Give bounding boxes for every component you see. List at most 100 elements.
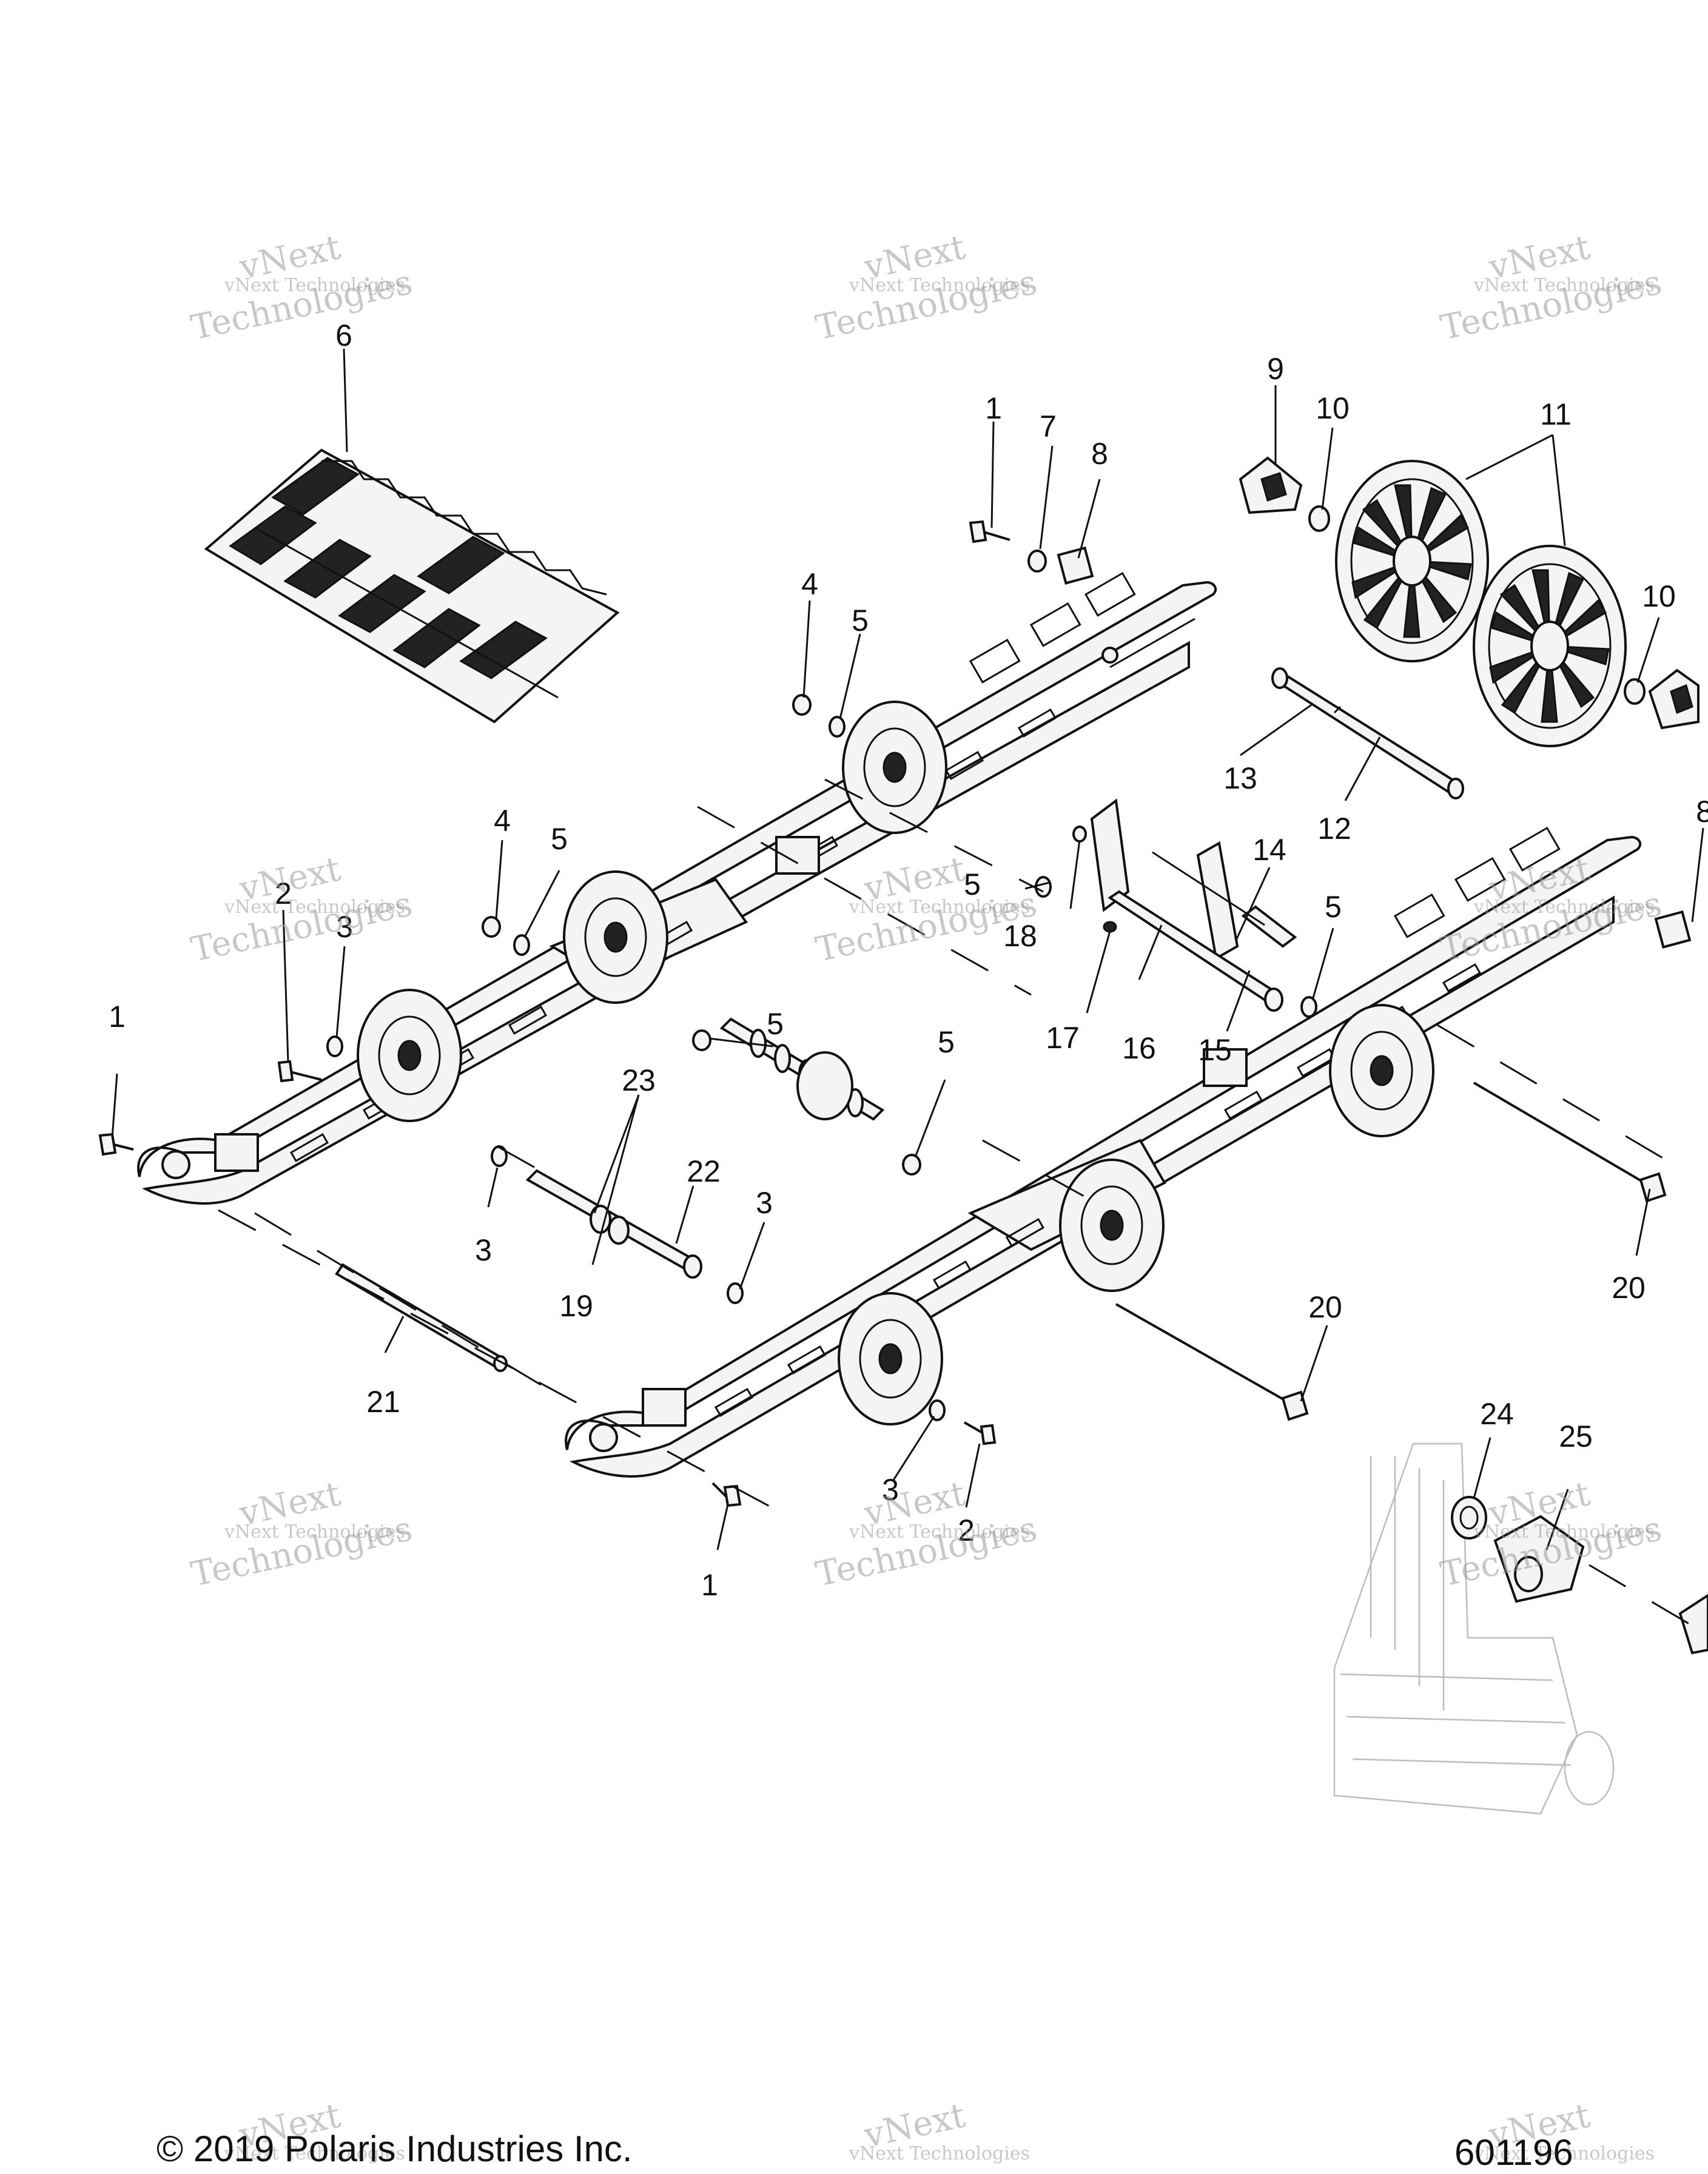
watermark-top-left: vNext Technologies Technologies vNext xyxy=(187,227,415,348)
bolt-2-left xyxy=(277,1060,322,1083)
callout-5-mid: 5 xyxy=(551,822,568,856)
callout-1: 1 xyxy=(985,391,1002,425)
watermark-low-left: vNext Technologies Technologies vNext xyxy=(187,1474,415,1595)
callout-18: 18 xyxy=(1003,919,1037,953)
watermark-bottom-center: vNext Technologies vNext xyxy=(849,2096,1030,2164)
ghosted-suspension-arm xyxy=(1333,1442,1615,1815)
svg-text:vNext Technologies: vNext Technologies xyxy=(849,1521,1030,1543)
axle-12-13 xyxy=(1271,667,1464,799)
svg-text:vNext Technologies: vNext Technologies xyxy=(849,275,1030,296)
watermarks: vNext Technologies Technologies vNext vN… xyxy=(187,227,1665,2164)
washer-7 xyxy=(1027,550,1047,573)
callout-3: 3 xyxy=(336,910,353,944)
callout-23: 23 xyxy=(622,1063,656,1097)
long-bolt-20-center xyxy=(1115,1303,1309,1421)
callout-4-mid: 4 xyxy=(494,804,511,838)
washer-5-bracket xyxy=(1035,876,1052,898)
callout-5: 5 xyxy=(852,604,869,638)
callout-19: 19 xyxy=(559,1289,593,1323)
svg-text:vNext Technologies: vNext Technologies xyxy=(1473,275,1655,296)
svg-text:vNext Technologies: vNext Technologies xyxy=(1473,897,1655,918)
svg-text:vNext Technologies: vNext Technologies xyxy=(849,897,1030,918)
svg-text:vNext Technologies: vNext Technologies xyxy=(224,2143,405,2164)
left-rail-idler-wheel-rear xyxy=(842,701,947,834)
nut-4-upper xyxy=(792,694,812,716)
left-rail-idler-wheel-middle xyxy=(563,870,668,1004)
spring-shaft-assembly xyxy=(719,1017,885,1121)
washer-5-right-center xyxy=(902,1154,921,1176)
right-rail-idler-wheel-middle xyxy=(1059,1159,1165,1292)
watermark-mid-center: vNext Technologies Technologies vNext xyxy=(812,849,1040,970)
callout-24: 24 xyxy=(1480,1397,1514,1431)
callout-5-right-center: 5 xyxy=(938,1025,955,1059)
svg-text:vNext Technologies: vNext Technologies xyxy=(849,2143,1030,2164)
washer-3-left xyxy=(326,1035,343,1057)
callout-5-bracket: 5 xyxy=(964,867,981,901)
washer-3-lower xyxy=(929,1399,946,1421)
watermark-low-center: vNext Technologies Technologies vNext xyxy=(812,1474,1040,1595)
svg-text:vNext Technologies: vNext Technologies xyxy=(224,1521,405,1543)
washer-5-right xyxy=(1300,996,1317,1018)
callout-8: 8 xyxy=(1091,437,1108,471)
callout-1-left: 1 xyxy=(109,1000,126,1034)
callout-22: 22 xyxy=(687,1154,721,1188)
copyright-notice: © 2019 Polaris Industries Inc. xyxy=(156,2129,633,2169)
assembly-lines xyxy=(218,778,1693,1627)
plate-8-upper xyxy=(1057,546,1094,585)
watermark-bottom-left: vNext Technologies vNext xyxy=(224,2096,405,2164)
washer-10-upper xyxy=(1308,505,1330,532)
callout-14: 14 xyxy=(1252,833,1286,867)
watermark-top-center: vNext Technologies Technologies vNext xyxy=(812,227,1040,348)
callout-5-center: 5 xyxy=(767,1007,784,1041)
callout-7: 7 xyxy=(1040,409,1057,443)
washer-3-shaft xyxy=(727,1282,744,1304)
left-rail-idler-wheel-front xyxy=(357,989,462,1122)
svg-text:vNext Technologies: vNext Technologies xyxy=(224,275,405,296)
callout-17: 17 xyxy=(1046,1021,1080,1055)
washer-5-center xyxy=(692,1029,711,1051)
callout-4: 4 xyxy=(801,567,818,601)
callout-13: 13 xyxy=(1223,761,1257,795)
leader-lines xyxy=(111,348,1704,1550)
callout-5-right: 5 xyxy=(1325,890,1342,924)
bolt-1-upper xyxy=(969,520,1010,544)
callout-12: 12 xyxy=(1317,812,1351,846)
figure-number: 601196 xyxy=(1454,2132,1573,2173)
callout-2: 2 xyxy=(275,877,292,910)
pivot-block-25 xyxy=(1493,1515,1585,1603)
callout-20-center: 20 xyxy=(1308,1290,1342,1324)
callout-3-lower: 3 xyxy=(882,1473,899,1507)
bolt-1-left xyxy=(98,1132,134,1156)
cross-shaft-21 xyxy=(335,1263,508,1372)
washer-5-mid xyxy=(513,934,530,956)
callout-21: 21 xyxy=(366,1385,400,1419)
pivot-shaft-25 xyxy=(1678,1593,1708,1655)
bolt-1-lower xyxy=(711,1482,742,1507)
watermark-top-right: vNext Technologies Technologies vNext xyxy=(1437,227,1665,348)
watermark-mid-left: vNext Technologies Technologies vNext xyxy=(187,849,415,970)
plate-8-right xyxy=(1654,910,1692,949)
callout-15: 15 xyxy=(1198,1033,1232,1067)
washer-5-upper xyxy=(829,716,846,738)
callout-1-lower: 1 xyxy=(701,1568,718,1602)
callout-11: 11 xyxy=(1540,397,1572,431)
right-rail-idler-wheel-rear xyxy=(1329,1004,1434,1137)
callout-8-right: 8 xyxy=(1696,795,1708,829)
nut-4-mid xyxy=(482,916,501,938)
callout-numbers: 6 1 7 8 9 10 11 10 4 5 13 12 8 4 5 5 18 … xyxy=(109,318,1708,1602)
callout-9: 9 xyxy=(1267,352,1284,386)
svg-text:vNext Technologies: vNext Technologies xyxy=(1473,1521,1655,1543)
large-idler-wheel-upper xyxy=(1335,460,1489,662)
right-rail-idler-wheel-front xyxy=(838,1292,943,1425)
callout-2-lower: 2 xyxy=(958,1513,975,1547)
nut-18 xyxy=(1072,826,1087,843)
callout-6: 6 xyxy=(335,318,352,352)
svg-text:vNext Technologies: vNext Technologies xyxy=(1473,2143,1655,2164)
callout-3-center: 3 xyxy=(475,1233,492,1267)
hardware xyxy=(98,456,1700,1507)
callout-3-shaft: 3 xyxy=(756,1186,773,1220)
nut-24 xyxy=(1451,1496,1487,1540)
idler-shaft-19-22-23 xyxy=(525,1169,702,1279)
hub-cap-9-upper xyxy=(1239,456,1303,514)
